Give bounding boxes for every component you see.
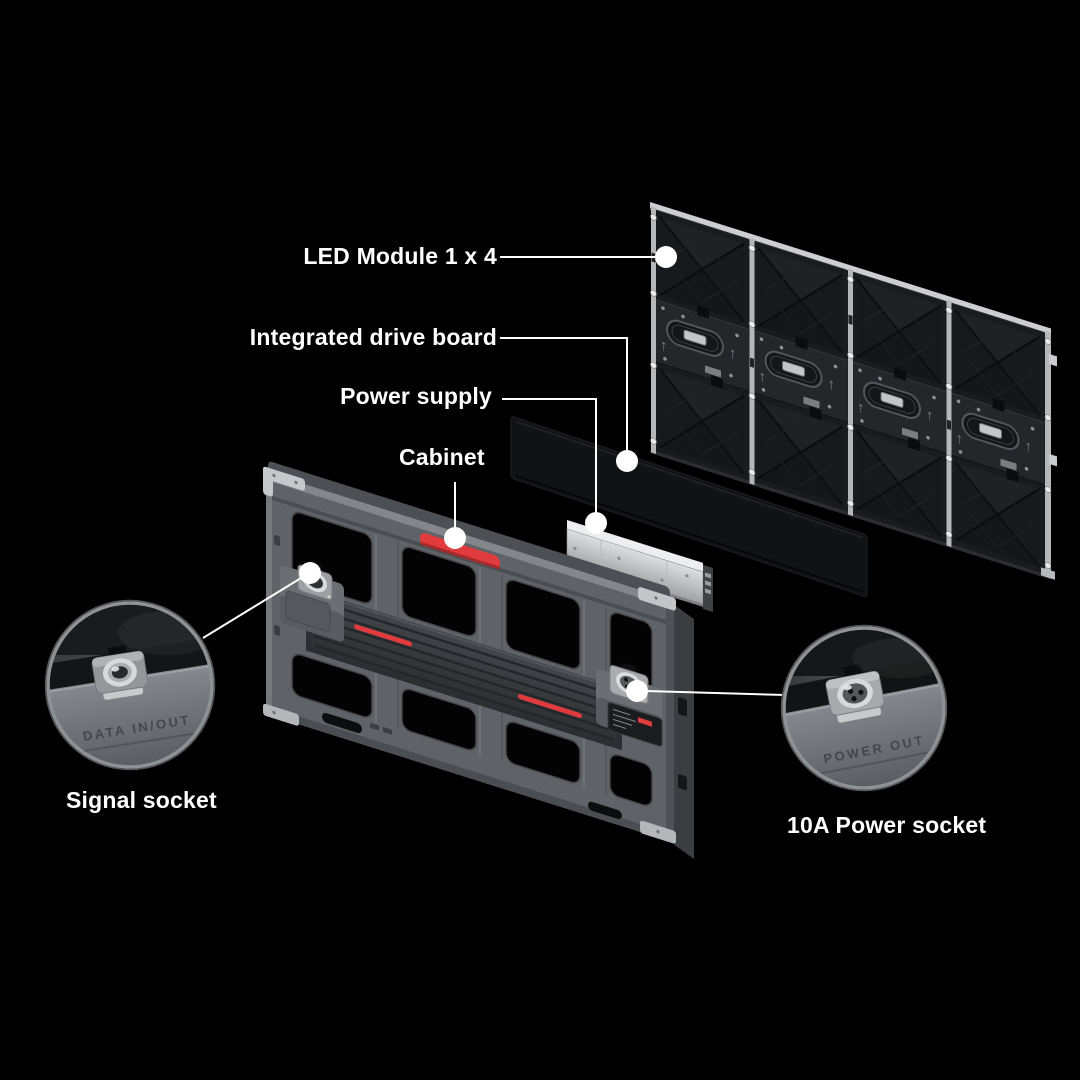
arrow-up-icon: ↑ [926, 406, 934, 425]
arrow-up-icon: ↑ [759, 368, 767, 387]
red-stripe [518, 694, 582, 718]
module-seams [650, 206, 1057, 580]
dot-cabinet [444, 527, 466, 549]
arrow-up-icon: ↑ [660, 337, 668, 356]
led-module-1: ↑ ↑ [654, 209, 751, 482]
arrow-up-icon: ↑ [956, 430, 964, 449]
led-module-panel: ↑ ↑ ↑ ↑ [650, 202, 1057, 580]
leader-power-supply [502, 398, 597, 514]
arrow-up-icon: ↑ [729, 344, 737, 363]
dot-signal-socket [299, 562, 321, 584]
led-module-2: ↑ ↑ [752, 240, 849, 513]
corner-brackets [263, 466, 676, 844]
arrow-up-icon: ↑ [828, 375, 836, 394]
label-power-supply: Power supply [340, 383, 492, 409]
leader-drive-board [500, 337, 628, 452]
cabinet-handle [420, 533, 500, 569]
dot-drive-board [616, 450, 638, 472]
label-led-module: LED Module 1 x 4 [303, 243, 497, 269]
callout-dots [299, 246, 677, 702]
spec-sticker [607, 702, 663, 747]
cabinet-frame [263, 461, 694, 859]
label-power-socket: 10A Power socket [787, 812, 987, 838]
dot-led-module [655, 246, 677, 268]
red-stripe [354, 624, 412, 647]
arrow-up-icon: ↑ [857, 399, 865, 418]
arrow-up-icon: ↑ [1025, 437, 1033, 456]
signal-socket-inset: DATA IN/OUT [44, 599, 216, 771]
leader-power-socket [645, 690, 786, 696]
dot-power-supply [585, 512, 607, 534]
leader-lines [202, 256, 786, 696]
cabinet-bus-bar [306, 588, 622, 751]
label-cabinet: Cabinet [399, 444, 485, 470]
power-socket-inset: POWER OUT [780, 624, 948, 792]
label-drive-board: Integrated drive board [249, 324, 497, 350]
sticker-red-mark [638, 717, 652, 727]
led-module-3: ↑ ↑ [851, 271, 948, 544]
led-module-4: ↑ ↑ [949, 302, 1046, 575]
label-signal-socket: Signal socket [66, 787, 217, 813]
drive-board [510, 416, 868, 597]
leader-signal-socket [202, 574, 307, 639]
dot-power-socket [626, 680, 648, 702]
